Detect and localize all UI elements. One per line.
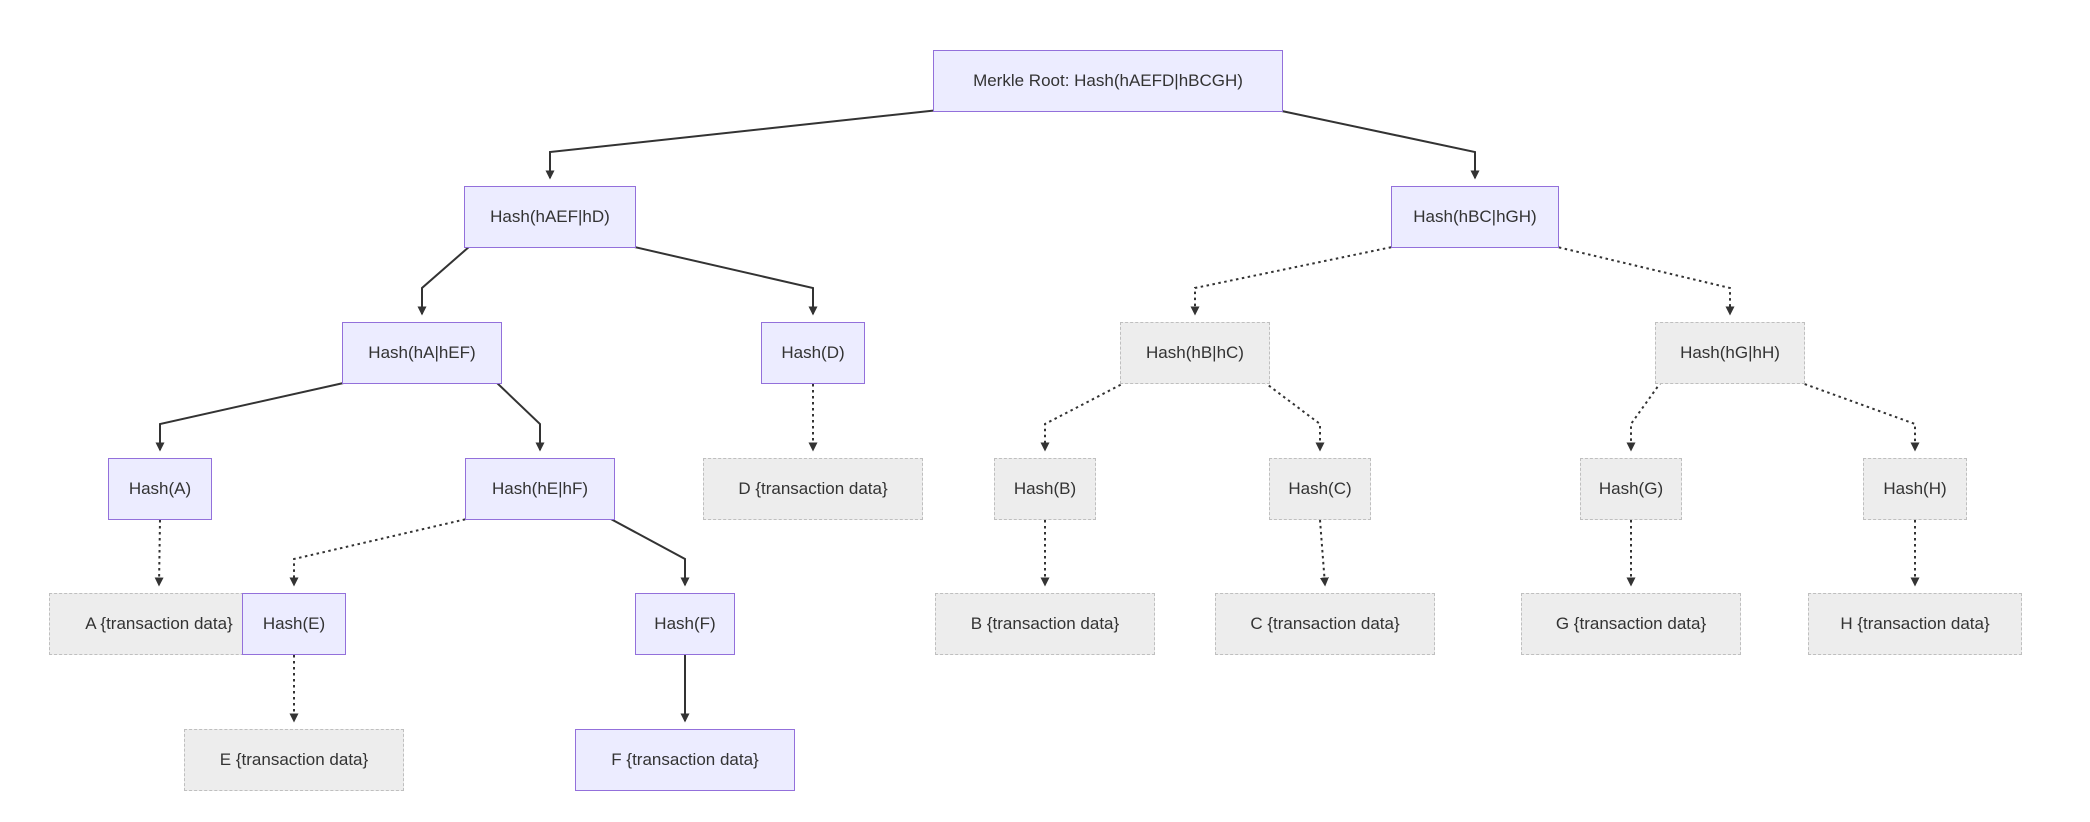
node-hash-g: Hash(G)	[1580, 458, 1682, 520]
node-tx-f: F {transaction data}	[575, 729, 795, 791]
node-hash-d: Hash(D)	[761, 322, 865, 384]
node-tx-e: E {transaction data}	[184, 729, 404, 791]
node-hash-f: Hash(F)	[635, 593, 735, 655]
node-hash-hbc-hgh: Hash(hBC|hGH)	[1391, 186, 1559, 248]
edge-hash-he-hf-to-hash-f	[608, 517, 690, 587]
node-tx-b: B {transaction data}	[935, 593, 1155, 655]
edge-merkle-root-to-hash-hbc-hgh	[1276, 109, 1480, 180]
node-hash-b: Hash(B)	[994, 458, 1096, 520]
node-tx-d: D {transaction data}	[703, 458, 923, 520]
node-tx-g: G {transaction data}	[1521, 593, 1741, 655]
edge-hash-hbc-hgh-to-hash-hb-hc	[1190, 245, 1398, 316]
edge-hash-a-to-tx-a	[154, 519, 164, 587]
node-hash-hb-hc: Hash(hB|hC)	[1120, 322, 1270, 384]
edge-merkle-root-to-hash-haef-hd	[545, 109, 940, 180]
node-hash-hg-hh: Hash(hG|hH)	[1655, 322, 1805, 384]
edge-hash-hg-hh-to-hash-g	[1626, 381, 1662, 452]
node-hash-he-hf: Hash(hE|hF)	[465, 458, 615, 520]
node-tx-h: H {transaction data}	[1808, 593, 2022, 655]
edge-hash-haef-hd-to-hash-ha-hef	[417, 245, 471, 316]
edge-hash-haef-hd-to-hash-d	[629, 245, 818, 316]
node-hash-e: Hash(E)	[242, 593, 346, 655]
edge-hash-ha-hef-to-hash-a	[155, 381, 349, 452]
edge-hash-c-to-tx-c	[1319, 519, 1329, 587]
edge-hash-hb-hc-to-hash-b	[1040, 381, 1127, 452]
edge-hash-he-hf-to-hash-e	[289, 517, 472, 587]
edge-hash-ha-hef-to-hash-he-hf	[495, 381, 545, 452]
node-hash-ha-hef: Hash(hA|hEF)	[342, 322, 502, 384]
edge-hash-hb-hc-to-hash-c	[1263, 381, 1325, 452]
node-tx-a: A {transaction data}	[49, 593, 269, 655]
node-hash-h: Hash(H)	[1863, 458, 1967, 520]
node-tx-c: C {transaction data}	[1215, 593, 1435, 655]
edge-hash-hg-hh-to-hash-h	[1798, 381, 1920, 452]
node-hash-haef-hd: Hash(hAEF|hD)	[464, 186, 636, 248]
node-merkle-root: Merkle Root: Hash(hAEFD|hBCGH)	[933, 50, 1283, 112]
node-hash-a: Hash(A)	[108, 458, 212, 520]
node-hash-c: Hash(C)	[1269, 458, 1371, 520]
edge-hash-hbc-hgh-to-hash-hg-hh	[1552, 245, 1735, 316]
